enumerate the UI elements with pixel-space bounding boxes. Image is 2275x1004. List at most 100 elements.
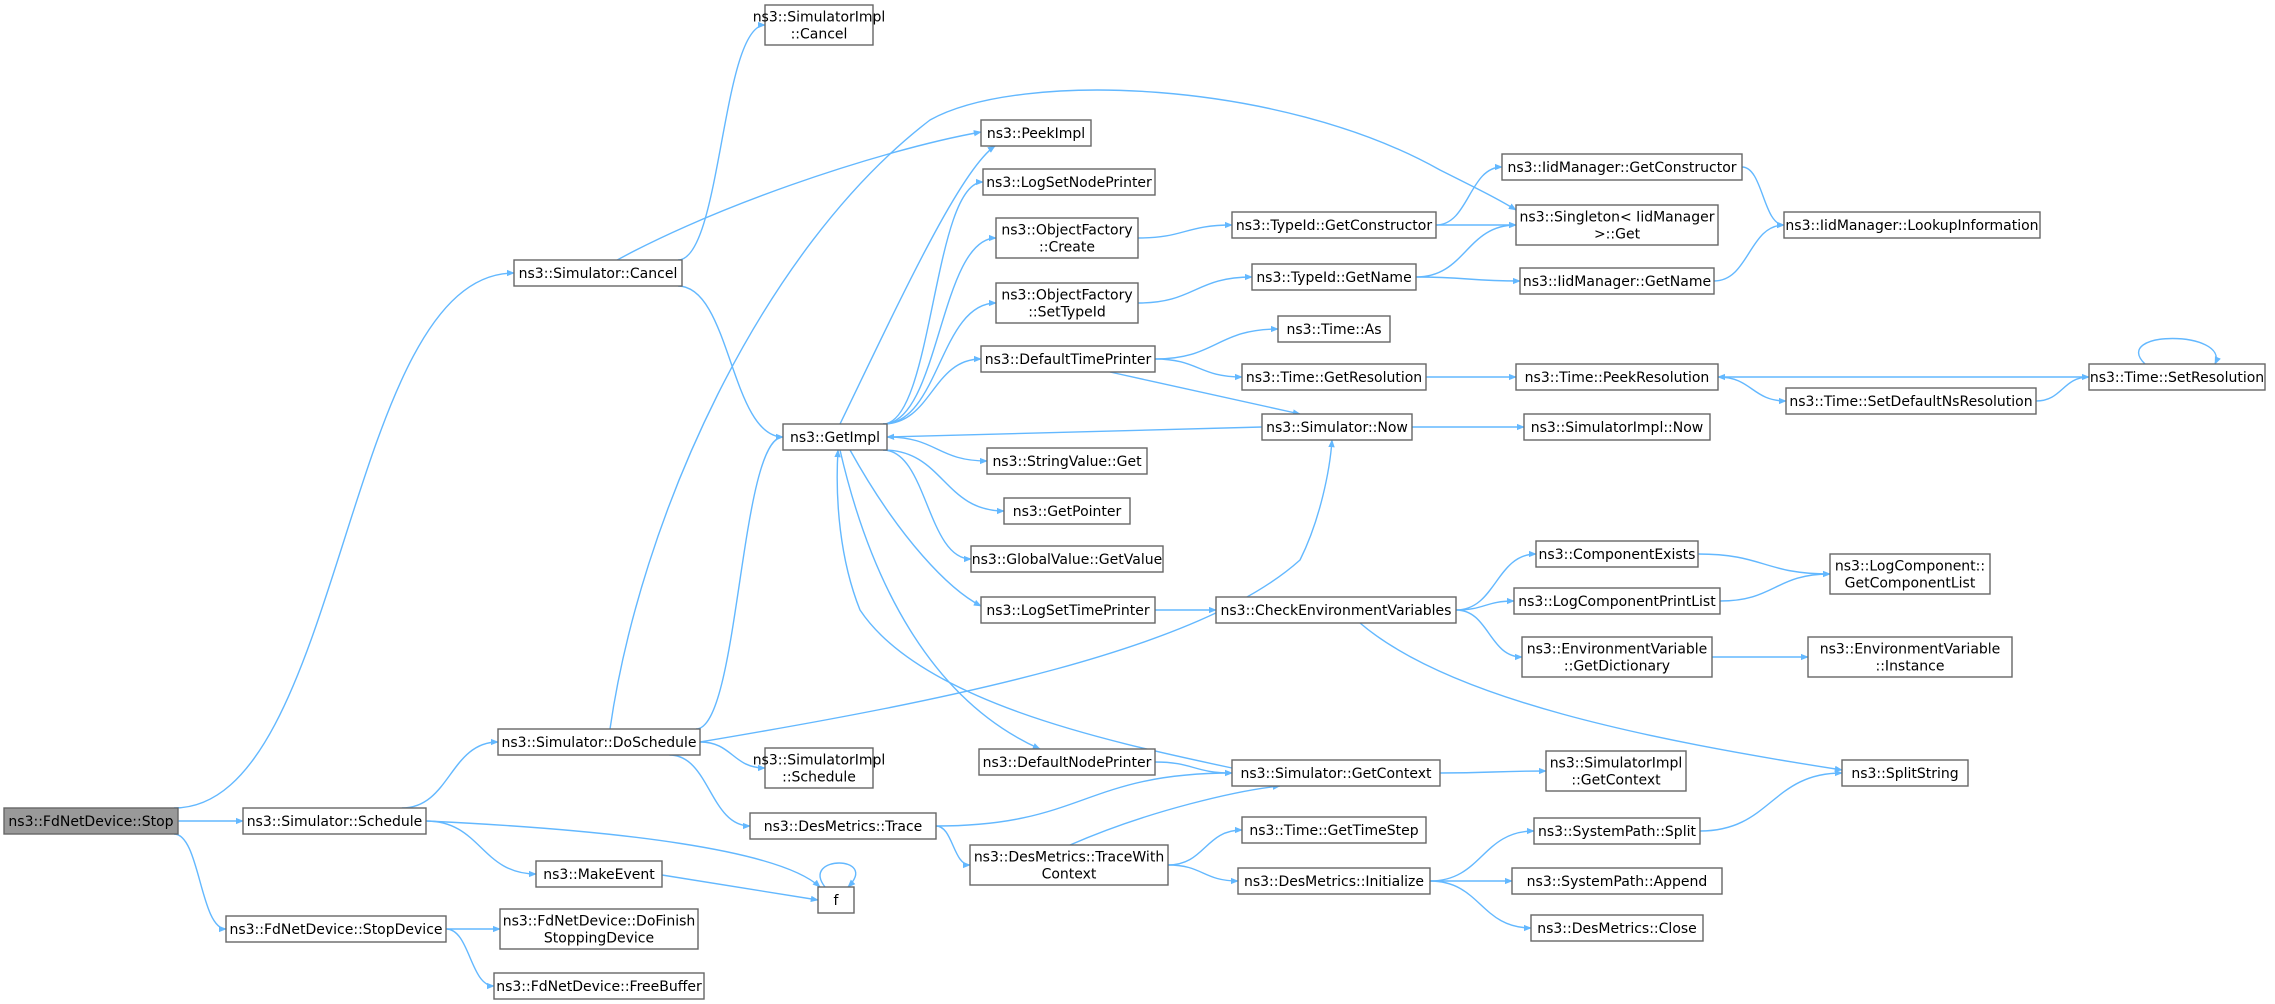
node-deftimeprinter[interactable]: ns3::DefaultTimePrinter — [980, 345, 1156, 373]
node-envgetdict[interactable]: ns3::EnvironmentVariable::GetDictionary — [1521, 636, 1713, 678]
node-cancel[interactable]: ns3::Simulator::Cancel — [513, 259, 683, 287]
node-makeevent[interactable]: ns3::MakeEvent — [535, 860, 663, 888]
node-peekimpl[interactable]: ns3::PeekImpl — [980, 119, 1092, 147]
node-logcompprint[interactable]: ns3::LogComponentPrintList — [1513, 587, 1721, 615]
node-box — [242, 807, 427, 835]
node-dosched[interactable]: ns3::Simulator::DoSchedule — [497, 728, 701, 756]
edge-iidgetctor-to-iidlookup — [1741, 166, 1785, 229]
node-box — [782, 423, 888, 451]
node-box — [749, 812, 937, 840]
node-iidgetname[interactable]: ns3::IidManager::GetName — [1519, 267, 1715, 295]
node-timestep[interactable]: ns3::Time::GetTimeStep — [1241, 816, 1427, 844]
node-label: ns3::GetImpl — [790, 430, 880, 446]
node-box — [1533, 817, 1701, 845]
edge-getimpl-to-gvgetvalue — [882, 449, 972, 563]
node-checkenv[interactable]: ns3::CheckEnvironmentVariables — [1215, 596, 1457, 624]
node-desmclose[interactable]: ns3::DesMetrics::Close — [1530, 914, 1704, 942]
node-tidgetctor[interactable]: ns3::TypeId::GetConstructor — [1231, 211, 1437, 239]
node-iidlookup[interactable]: ns3::IidManager::LookupInformation — [1783, 211, 2041, 239]
node-label: ns3::FdNetDevice::StopDevice — [229, 922, 442, 938]
edge-setres-to-setres — [2137, 337, 2221, 365]
node-ofsettypeid[interactable]: ns3::ObjectFactory::SetTypeId — [995, 282, 1139, 324]
node-label: ns3::Time::GetResolution — [1246, 370, 1422, 386]
edge-simgetctx-to-simimplgetctx — [1439, 767, 1547, 775]
node-label: ns3::TypeId::GetName — [1256, 270, 1411, 286]
node-getpointer[interactable]: ns3::GetPointer — [1003, 497, 1131, 525]
node-box — [225, 915, 447, 943]
node-desminit[interactable]: ns3::DesMetrics::Initialize — [1237, 867, 1431, 895]
node-stringget[interactable]: ns3::StringValue::Get — [986, 447, 1148, 475]
node-sched[interactable]: ns3::Simulator::Schedule — [242, 807, 427, 835]
node-envinstance[interactable]: ns3::EnvironmentVariable::Instance — [1807, 636, 2013, 678]
node-defnodeprinter[interactable]: ns3::DefaultNodePrinter — [978, 748, 1156, 776]
node-iidgetctor[interactable]: ns3::IidManager::GetConstructor — [1501, 153, 1743, 181]
node-tidgetname[interactable]: ns3::TypeId::GetName — [1251, 263, 1417, 291]
node-simgetctx[interactable]: ns3::Simulator::GetContext — [1231, 759, 1441, 787]
node-box — [982, 168, 1156, 196]
node-simimplsched[interactable]: ns3::SimulatorImpl::Schedule — [753, 747, 886, 789]
edge-getimpl-to-getpointer — [882, 449, 1005, 515]
node-box — [1515, 204, 1719, 246]
node-setres[interactable]: ns3::Time::SetResolution — [2088, 363, 2266, 391]
node-getimpl[interactable]: ns3::GetImpl — [782, 423, 888, 451]
node-simimplcancel[interactable]: ns3::SimulatorImpl::Cancel — [753, 4, 886, 46]
node-label: GetComponentList — [1845, 576, 1976, 592]
node-label: ns3::Simulator::GetContext — [1240, 766, 1432, 782]
node-gvgetvalue[interactable]: ns3::GlobalValue::GetValue — [970, 545, 1164, 573]
node-label: ns3::IidManager::GetConstructor — [1507, 160, 1736, 176]
node-box — [1215, 596, 1457, 624]
edge-peekres-to-setdefns — [1717, 376, 1787, 405]
node-simnow[interactable]: ns3::Simulator::Now — [1261, 413, 1413, 441]
node-simimplgetctx[interactable]: ns3::SimulatorImpl::GetContext — [1545, 750, 1687, 792]
node-setdefns[interactable]: ns3::Time::SetDefaultNsResolution — [1785, 387, 2037, 415]
node-f[interactable]: f — [817, 886, 855, 914]
node-simimplnow[interactable]: ns3::SimulatorImpl::Now — [1523, 413, 1711, 441]
edge-getimpl-to-logsettime — [849, 449, 982, 607]
edge-cancel-to-peekimpl — [597, 130, 982, 272]
node-logsettime[interactable]: ns3::LogSetTimePrinter — [980, 596, 1156, 624]
node-stopdev[interactable]: ns3::FdNetDevice::StopDevice — [225, 915, 447, 943]
node-box — [980, 345, 1156, 373]
edge-desminit-to-spsplit — [1429, 827, 1535, 882]
node-timeas[interactable]: ns3::Time::As — [1277, 315, 1391, 343]
node-label: ns3::FdNetDevice::DoFinish — [503, 914, 696, 930]
node-desmtrace[interactable]: ns3::DesMetrics::Trace — [749, 812, 937, 840]
node-label: ns3::MakeEvent — [543, 867, 655, 883]
node-box — [493, 972, 705, 1000]
node-ofcreate[interactable]: ns3::ObjectFactory::Create — [995, 217, 1139, 259]
node-label: ns3::TypeId::GetConstructor — [1236, 218, 1432, 234]
node-freebuf[interactable]: ns3::FdNetDevice::FreeBuffer — [493, 972, 705, 1000]
node-peekres[interactable]: ns3::Time::PeekResolution — [1515, 363, 1719, 391]
node-box — [1545, 750, 1687, 792]
node-label: ns3::IidManager::LookupInformation — [1785, 218, 2038, 234]
node-box — [1535, 540, 1699, 568]
edge-deftimeprinter-to-simnow — [1109, 371, 1301, 416]
node-label: ns3::LogSetNodePrinter — [986, 175, 1152, 191]
edge-iidgetname-to-iidlookup — [1713, 221, 1785, 282]
node-box — [970, 545, 1164, 573]
node-stop[interactable]: ns3::FdNetDevice::Stop — [3, 807, 179, 835]
node-box — [1501, 153, 1743, 181]
node-label: ns3::Simulator::DoSchedule — [502, 735, 697, 751]
node-singleton[interactable]: ns3::Singleton< IidManager>::Get — [1515, 204, 1719, 246]
node-box — [1241, 363, 1427, 391]
node-label: ns3::SimulatorImpl — [753, 753, 886, 769]
node-splitstring[interactable]: ns3::SplitString — [1841, 759, 1969, 787]
node-label: ns3::LogSetTimePrinter — [986, 603, 1150, 619]
edge-stopdev-to-freebuf — [445, 928, 495, 990]
node-timegetres[interactable]: ns3::Time::GetResolution — [1241, 363, 1427, 391]
node-logsetnode[interactable]: ns3::LogSetNodePrinter — [982, 168, 1156, 196]
node-label: ns3::FdNetDevice::FreeBuffer — [496, 979, 702, 995]
node-spsplit[interactable]: ns3::SystemPath::Split — [1533, 817, 1701, 845]
node-label: ::Instance — [1876, 659, 1945, 675]
node-layer: ns3::FdNetDevice::Stop ns3::Simulator::Sc… — [3, 4, 2266, 1000]
edge-checkenv-to-envgetdict — [1455, 609, 1523, 661]
node-spappend[interactable]: ns3::SystemPath::Append — [1511, 867, 1723, 895]
node-logcompgetlist[interactable]: ns3::LogComponent::GetComponentList — [1829, 553, 1991, 595]
edge-deftimeprinter-to-timegetres — [1154, 358, 1243, 381]
edge-desmtrace-to-simgetctx — [935, 769, 1233, 827]
node-compexists[interactable]: ns3::ComponentExists — [1535, 540, 1699, 568]
